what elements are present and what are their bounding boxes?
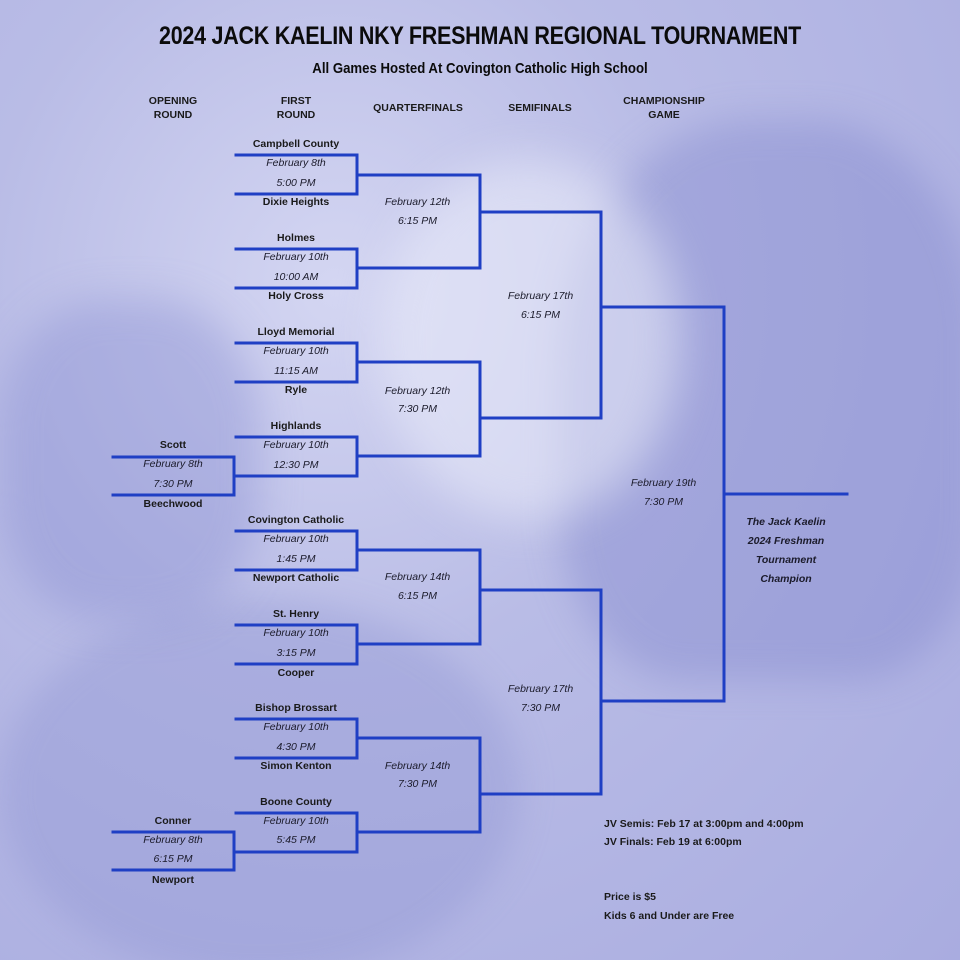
game-time: 3:15 PM [276,647,316,659]
game-date: February 14th [384,571,451,583]
team-scott: Scott [159,439,187,451]
game-date: February 10th [263,627,329,639]
game-time: 7:30 PM [643,496,684,508]
team-boone-county: Boone County [260,796,332,808]
team-beechwood: Beechwood [143,498,203,510]
game-date: February 12th [384,385,451,397]
team-dixie-heights: Dixie Heights [262,196,330,208]
team-simon-kenton: Simon Kenton [260,760,332,772]
game-date: February 19th [630,477,697,489]
team-newport: Newport [152,874,194,886]
game-time: 7:30 PM [520,702,561,714]
team-bishop-brossart: Bishop Brossart [255,702,337,714]
team-conner: Conner [154,815,192,827]
team-campbell-county: Campbell County [252,138,340,150]
game-time: 1:45 PM [276,553,316,565]
game-time: 11:15 AM [274,365,318,377]
game-date: February 8th [143,458,203,470]
game-date: February 17th [507,683,574,695]
team-covington-catholic: Covington Catholic [247,514,345,526]
game-date: February 12th [384,196,451,208]
game-date: February 10th [263,721,329,733]
game-date: February 8th [266,157,326,169]
round-header-semifinals: SEMIFINALS [508,102,572,114]
jv-semis-note: JV Semis: Feb 17 at 3:00pm and 4:00pm [604,818,804,830]
round-header-opening: OPENING ROUND [148,95,198,121]
team-lloyd-memorial: Lloyd Memorial [257,326,335,338]
team-holy-cross: Holy Cross [268,290,324,302]
team-highlands: Highlands [270,420,322,432]
round-header-first: FIRST ROUND [276,95,316,121]
game-time: 7:30 PM [397,403,438,415]
game-date: February 17th [507,290,574,302]
game-time: 12:30 PM [273,459,319,471]
round-header-championship: CHAMPIONSHIP GAME [623,95,705,121]
team-holmes: Holmes [277,232,315,244]
game-date: February 10th [263,251,329,263]
game-date: February 8th [143,834,203,846]
game-time: 10:00 AM [273,271,319,283]
game-time: 6:15 PM [397,215,438,227]
game-date: February 10th [263,533,329,545]
game-time: 4:30 PM [276,741,316,753]
game-time: 5:00 PM [276,177,316,189]
page-title: 2024 JACK KAELIN NKY FRESHMAN REGIONAL T… [158,22,801,50]
game-date: February 14th [384,760,451,772]
price-note: Price is $5 [604,891,656,903]
game-time: 6:15 PM [397,590,438,602]
game-time: 7:30 PM [153,478,193,490]
team-ryle: Ryle [284,384,308,396]
game-time: 6:15 PM [520,309,561,321]
game-date: February 10th [263,815,329,827]
game-time: 6:15 PM [153,853,193,865]
page-subtitle: All Games Hosted At Covington Catholic H… [312,60,648,77]
game-date: February 10th [263,439,329,451]
game-date: February 10th [263,345,329,357]
game-time: 7:30 PM [397,778,438,790]
round-header-quarterfinals: QUARTERFINALS [373,102,463,114]
kids-free-note: Kids 6 and Under are Free [604,910,735,922]
team-newport-catholic: Newport Catholic [252,572,340,584]
team-st-henry: St. Henry [272,608,320,620]
jv-finals-note: JV Finals: Feb 19 at 6:00pm [604,836,742,848]
game-time: 5:45 PM [276,834,316,846]
champion-label: The Jack Kaelin 2024 Freshman Tournament… [746,516,826,585]
team-cooper: Cooper [277,667,315,679]
